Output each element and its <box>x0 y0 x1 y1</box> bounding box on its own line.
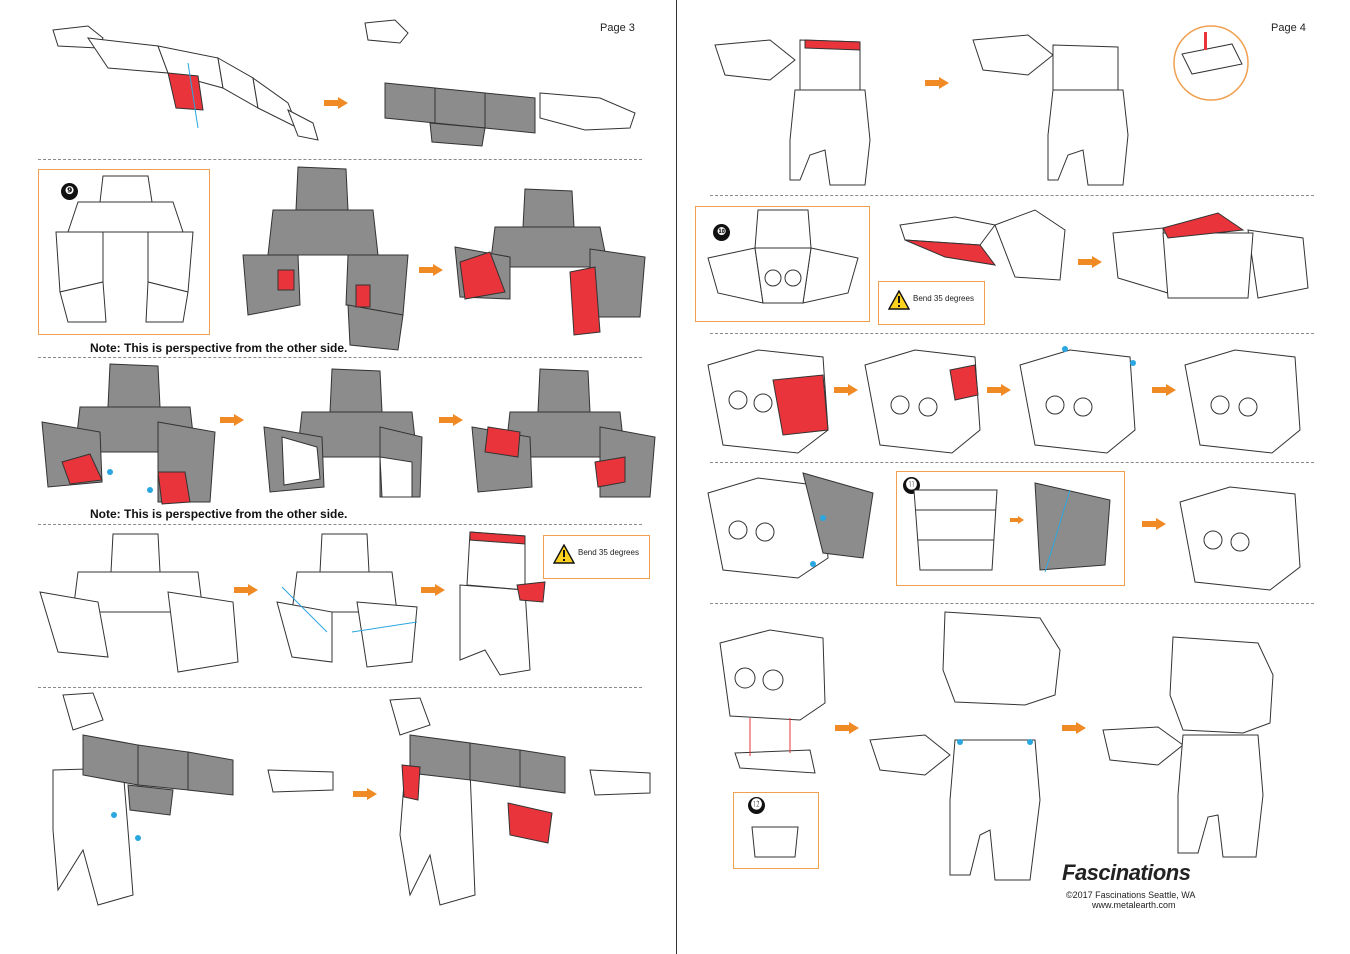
torso-fold-step-a <box>41 363 216 505</box>
orange-arrow-icon <box>419 264 443 276</box>
torso-fold-step-b <box>263 368 423 498</box>
head-template-illustration <box>707 209 859 304</box>
step-10-number: ❿ <box>713 224 730 241</box>
bend-warning-text: Bend 35 degrees <box>578 548 639 557</box>
separator <box>38 357 642 358</box>
step-9-number: ❾ <box>61 183 78 200</box>
step-10-box <box>695 206 870 322</box>
head-base-attach-illustration <box>719 629 826 774</box>
orange-arrow-icon <box>1152 384 1176 396</box>
torso-fold-step-c <box>471 368 656 498</box>
orange-arrow-icon <box>1142 518 1166 530</box>
head-back-panel-illustration <box>707 472 874 579</box>
orange-arrow-icon <box>1062 722 1086 734</box>
bend-warning-left: Bend 35 degrees <box>543 535 650 579</box>
step-9-box <box>38 169 210 335</box>
separator <box>38 159 642 160</box>
orange-arrow-icon <box>835 722 859 734</box>
head-fold-face-3 <box>1019 346 1136 454</box>
head-folding-illustration <box>899 209 1066 281</box>
orange-arrow-icon <box>439 414 463 426</box>
page-label-right: Page 4 <box>1271 22 1306 34</box>
torso-gray-illustration <box>242 166 409 351</box>
zoom-detail-icon <box>1173 25 1249 101</box>
body-fold-step-c <box>459 531 546 676</box>
arm-assembly-folded-illustration <box>364 19 636 147</box>
warning-triangle-icon <box>888 290 910 310</box>
back-panel-folded <box>1034 482 1111 573</box>
step-11-box <box>896 471 1125 586</box>
arm-attach-step-a <box>52 692 334 906</box>
torso-folding-illustration <box>454 188 646 336</box>
small-orange-arrow-icon <box>1010 516 1024 524</box>
separator <box>38 524 642 525</box>
bend-warning-right: Bend 35 degrees <box>878 281 985 325</box>
step-12-box <box>733 792 819 869</box>
brand-logo: Fascinations <box>1062 860 1191 885</box>
perspective-note-2: Note: This is perspective from the other… <box>90 507 348 521</box>
torso-template-illustration <box>55 175 194 323</box>
step-12-number: ⓬ <box>748 797 765 814</box>
page-label-left: Page 3 <box>600 22 635 34</box>
orange-arrow-icon <box>834 384 858 396</box>
separator <box>710 195 1314 196</box>
perspective-note-1: Note: This is perspective from the other… <box>90 341 348 355</box>
orange-arrow-icon <box>324 97 348 109</box>
orange-arrow-icon <box>421 584 445 596</box>
arm-attach-step-b <box>389 697 651 906</box>
robot-complete-illustration <box>1102 636 1274 858</box>
separator <box>710 333 1314 334</box>
orange-arrow-icon <box>1078 256 1102 268</box>
head-fold-face-4 <box>1184 349 1301 454</box>
head-fold-face-2 <box>864 349 981 454</box>
page-divider <box>676 0 677 954</box>
robot-head-attach-illustration <box>869 611 1061 881</box>
separator <box>38 687 642 688</box>
separator <box>710 603 1314 604</box>
separator <box>710 462 1314 463</box>
warning-triangle-icon <box>553 544 575 564</box>
arm-assembly-illustration <box>52 25 319 141</box>
orange-arrow-icon <box>987 384 1011 396</box>
body-fold-step-a <box>39 533 239 673</box>
body-open-top-illustration <box>714 39 871 186</box>
orange-arrow-icon <box>220 414 244 426</box>
back-panel-template <box>913 489 998 571</box>
head-folded-illustration <box>1112 212 1309 299</box>
website-link[interactable]: www.metalearth.com <box>1092 900 1176 910</box>
head-fold-face-1 <box>707 349 829 454</box>
copyright-text: ©2017 Fascinations Seattle, WA <box>1066 890 1196 900</box>
orange-arrow-icon <box>234 584 258 596</box>
body-open-top-detail <box>972 34 1129 186</box>
base-plate-template <box>751 826 799 858</box>
bend-warning-text: Bend 35 degrees <box>913 294 974 303</box>
body-fold-step-b <box>276 533 418 668</box>
orange-arrow-icon <box>925 77 949 89</box>
orange-arrow-icon <box>353 788 377 800</box>
head-complete-illustration <box>1179 486 1301 591</box>
